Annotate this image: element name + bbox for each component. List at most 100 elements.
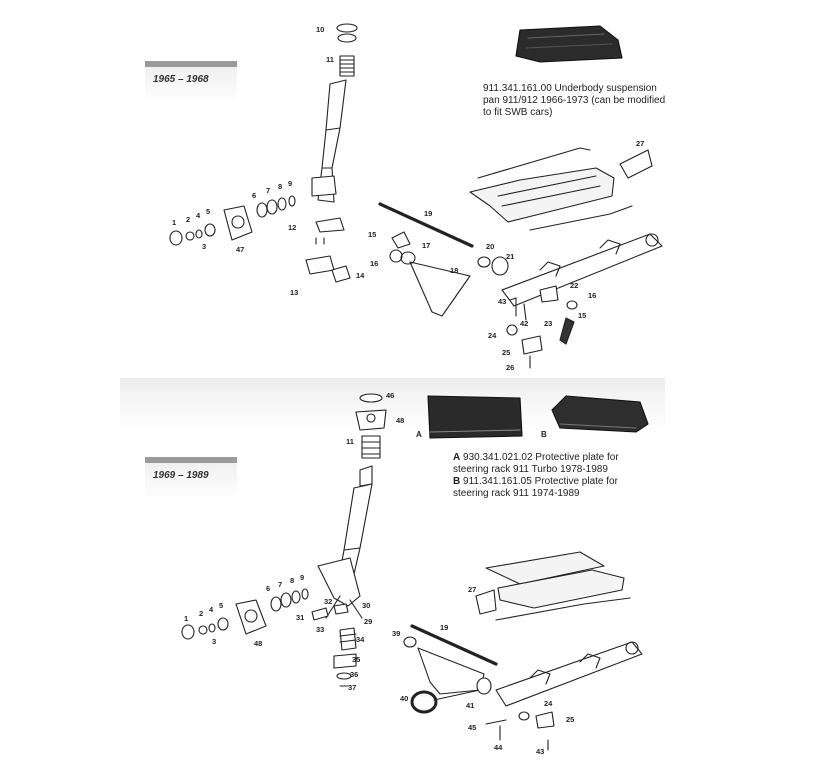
protective-plate-a-photo [427,395,523,439]
caption-b-line2: steering rack 911 1974-1989 [453,488,580,499]
year-label-late: 1969 – 1989 [153,470,209,481]
underbody-pan-photo [515,25,623,63]
year-tag-late: 1969 – 1989 [145,457,237,499]
callout: 4 [196,211,201,220]
caption-b-line1: 911.341.161.05 Protective plate for [463,476,618,487]
protective-plate-b-photo [551,395,649,433]
hub-assembly-bottom [181,588,309,640]
caption-line: to fit SWB cars) [483,107,553,118]
callout: 24 [544,699,553,708]
callout: 10 [316,25,324,34]
callout: 16 [588,291,596,300]
callouts-bottom: 46 48 11 1 2 4 5 3 6 7 8 9 48 32 30 29 3… [184,391,574,756]
callout: 13 [290,288,298,297]
callout: 26 [506,363,514,372]
caption-a-line2: steering rack 911 Turbo 1978-1989 [453,464,608,475]
callout: 7 [266,186,270,195]
callout: 24 [488,331,497,340]
callout: 1 [184,614,188,623]
caption-a-line1: 930.341.021.02 Protective plate for [463,452,619,463]
callout: 25 [566,715,574,724]
callout: 43 [536,747,544,756]
crossmember-bottom [495,641,643,707]
callout: 1 [172,218,176,227]
callout: 8 [278,182,282,191]
callout: 23 [544,319,552,328]
callout: 5 [219,601,223,610]
callout: 33 [316,625,324,634]
callout: 14 [356,271,365,280]
callout: 16 [370,259,378,268]
callout: 37 [348,683,356,692]
callout: 3 [212,637,216,646]
callout: 41 [466,701,474,710]
callout: 43 [498,297,506,306]
callout: 44 [494,743,503,752]
caption-line: 911.341.161.00 Underbody suspension [483,83,657,94]
caption-letter-a: A [453,452,461,463]
callout: 48 [396,416,404,425]
control-arm-top [389,231,471,317]
callout: 2 [199,609,203,618]
callout: 9 [300,573,304,582]
callout: 27 [636,139,644,148]
plate-label-a: A [416,430,422,439]
callout: 19 [440,623,448,632]
callout: 27 [468,585,476,594]
callout: 3 [202,242,206,251]
steering-plate-caption: A 930.341.021.02 Protective plate for st… [453,452,619,500]
callout: 4 [209,605,214,614]
callout: 2 [186,215,190,224]
callouts-top: 10 11 1 2 4 5 3 6 7 8 9 47 12 13 14 15 1… [172,25,644,372]
year-tag-early: 1965 – 1968 [145,61,237,103]
lower-fittings-top [305,217,351,283]
hub-assembly-top [169,195,296,246]
callout: 46 [386,391,394,400]
callout: 6 [252,191,256,200]
callout: 22 [570,281,578,290]
suspension-pan-bottom [475,551,631,621]
torsion-bar-top [378,202,474,248]
bushings-bottom [485,711,555,751]
callout: 5 [206,207,210,216]
callout: 17 [422,241,430,250]
callout: 6 [266,584,270,593]
callout: 30 [362,601,370,610]
strut-top [311,23,358,203]
callout: 34 [356,635,365,644]
bushings-top [477,256,578,369]
control-arm-bottom [403,636,492,714]
callout: 45 [468,723,476,732]
callout: 18 [450,266,458,275]
callout: 29 [364,617,372,626]
callout: 39 [392,629,400,638]
callout: 7 [278,580,282,589]
callout: 35 [352,655,360,664]
strut-bottom [317,393,387,619]
callout: 15 [368,230,376,239]
torsion-bar-bottom [410,624,498,666]
callout: 12 [288,223,296,232]
callout: 11 [346,437,354,446]
callout: 9 [288,179,292,188]
year-label-early: 1965 – 1968 [153,74,209,85]
callout: 47 [236,245,244,254]
caption-letter-b: B [453,476,461,487]
callout: 19 [424,209,432,218]
callout: 36 [350,670,358,679]
callout: 40 [400,694,408,703]
callout: 15 [578,311,586,320]
callout: 32 [324,597,332,606]
plate-label-b: B [541,430,547,439]
callout: 8 [290,576,294,585]
callout: 42 [520,319,528,328]
caption-line: pan 911/912 1966-1973 (can be modified [483,95,666,106]
callout: 20 [486,242,494,251]
ball-joint-bottom [311,603,357,687]
callout: 25 [502,348,510,357]
callout: 21 [506,252,514,261]
callout: 11 [326,55,334,64]
suspension-pan-top [469,147,653,231]
crossmember-top [501,233,663,307]
